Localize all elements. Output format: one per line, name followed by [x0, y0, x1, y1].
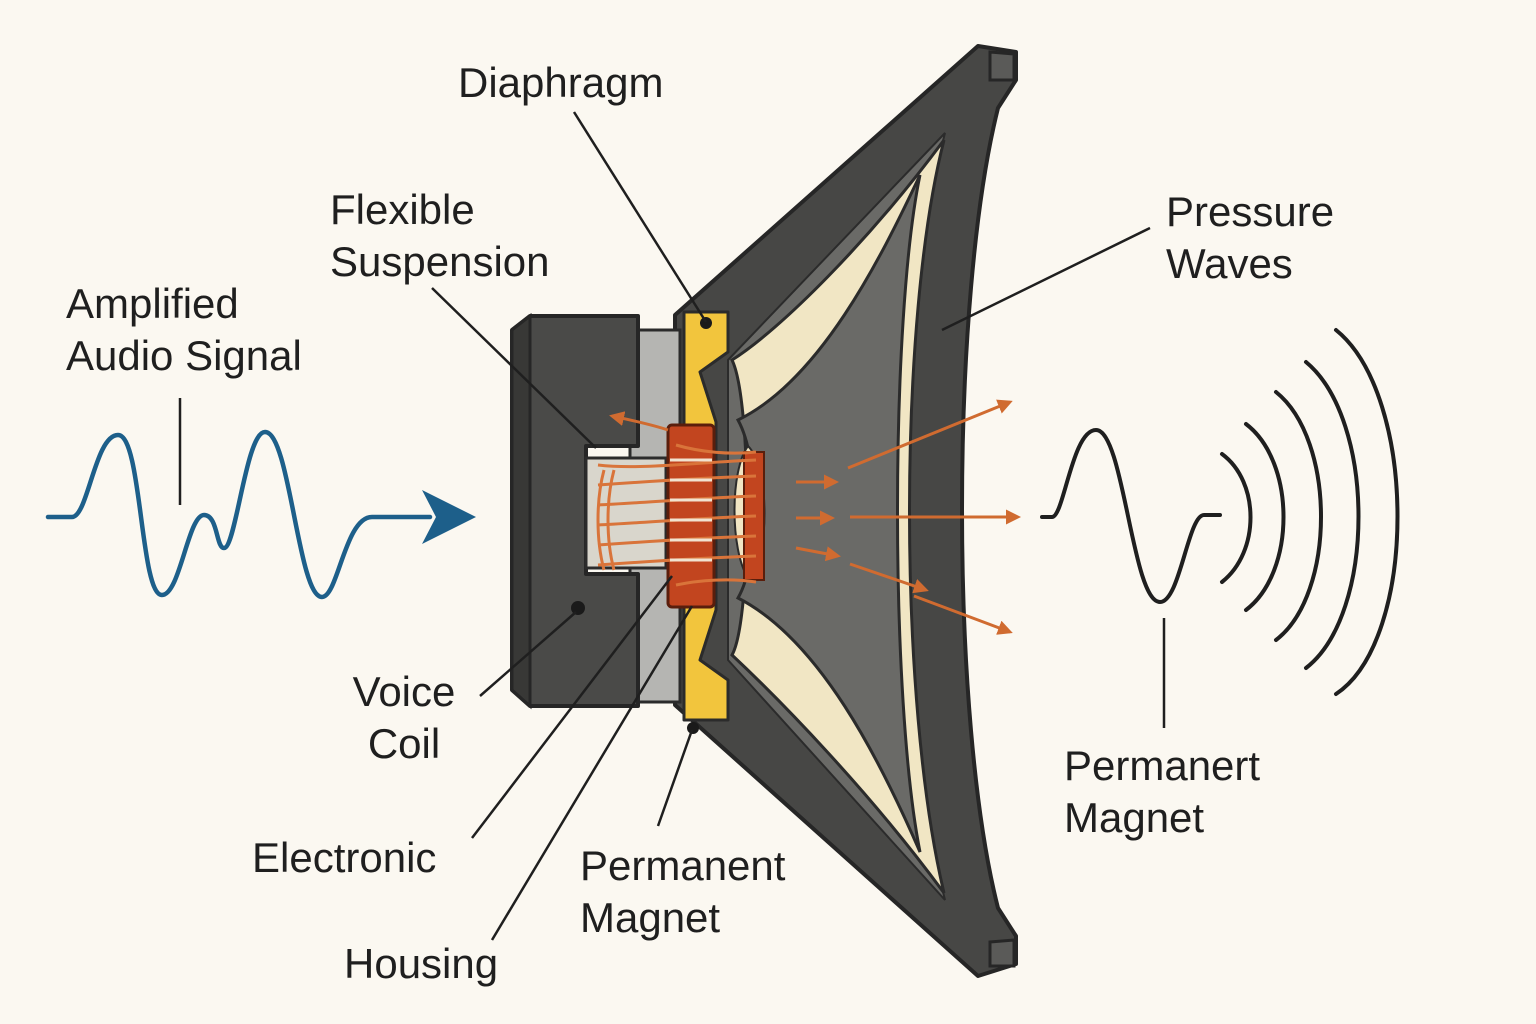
- leader-permanent-magnet: [656, 729, 694, 827]
- label-line: Voice: [352, 668, 456, 715]
- label-line: Permanert: [1064, 742, 1261, 789]
- leader-electronic: [471, 575, 673, 839]
- output-waveform: [1040, 427, 1222, 605]
- label-line: Housing: [344, 940, 499, 987]
- label-line: Diaphragm: [458, 59, 664, 106]
- label-amplified-audio-signal: Amplified Audio Signal: [66, 278, 302, 382]
- force-arrows: [609, 399, 1021, 635]
- label-flexible-suspension: Flexible Suspension: [330, 184, 550, 288]
- label-line: Permanent: [580, 842, 786, 889]
- leader-housing: [490, 605, 694, 941]
- label-electronic: Electronic: [252, 832, 436, 884]
- leader-pressure-waves: [941, 226, 1151, 332]
- audio-signal-waveform: [45, 429, 476, 600]
- label-line: Magnet: [580, 894, 721, 941]
- label-line: Audio Signal: [66, 332, 302, 379]
- label-diaphragm: Diaphragm: [458, 57, 663, 109]
- label-line: Amplified: [66, 280, 239, 327]
- leader-diaphragm: [572, 111, 708, 323]
- label-line: Magnet: [1064, 794, 1205, 841]
- label-permanent-magnet: Permanent Magnet: [580, 840, 785, 944]
- label-line: Electronic: [252, 834, 437, 881]
- label-permanert-magnet: Permanert Magnet: [1064, 740, 1260, 844]
- label-line: Coil: [367, 720, 441, 767]
- signal-arrowhead: [422, 490, 476, 544]
- leader-voice-coil: [479, 611, 577, 697]
- label-line: Suspension: [330, 238, 550, 285]
- leader-flexible-suspension: [431, 287, 597, 449]
- label-line: Waves: [1166, 240, 1293, 287]
- label-housing: Housing: [344, 938, 498, 990]
- sound-wave-arcs: [1220, 328, 1400, 696]
- label-line: Pressure: [1166, 188, 1335, 235]
- label-voice-coil: Voice Coil: [342, 666, 466, 770]
- label-pressure-waves: Pressure Waves: [1166, 186, 1334, 290]
- leader-lines: [178, 111, 1166, 941]
- label-line: Flexible: [330, 186, 475, 233]
